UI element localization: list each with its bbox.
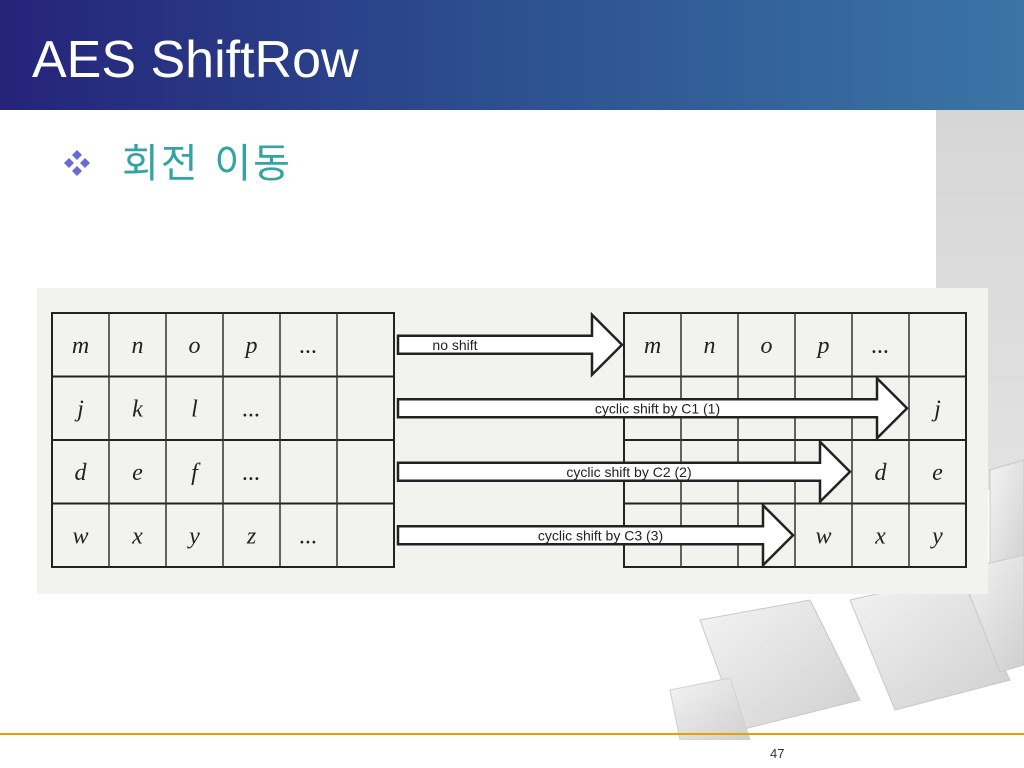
arrow-label: cyclic shift by C1 (1) xyxy=(595,400,720,416)
output-cell-cell: x xyxy=(874,523,886,549)
output-cell-cell: y xyxy=(930,523,943,549)
hollow-right-arrow-icon xyxy=(396,438,852,505)
output-cell-cell: p xyxy=(816,333,830,359)
input-cell-cell: j xyxy=(74,396,84,422)
slide-title: AES ShiftRow xyxy=(32,31,359,89)
arrow-label: cyclic shift by C2 (2) xyxy=(566,464,691,480)
output-cell-cell: e xyxy=(932,460,943,486)
input-cell-cell: e xyxy=(132,460,143,486)
input-cell-cell: w xyxy=(72,523,88,549)
arrow-label: no shift xyxy=(432,337,477,353)
input-cell-cell: o xyxy=(189,333,201,359)
input-state-grid: m n o p... j k l... d e f... w x y z... xyxy=(51,312,395,568)
input-cell-cell: y xyxy=(187,523,200,549)
input-cell-cell: l xyxy=(191,396,198,422)
four-diamond-bullet-icon xyxy=(64,150,90,176)
shiftrow-diagram: m n o p... j k l... d e f... w x y z... m n o p... j d e w x y… xyxy=(37,288,988,594)
hollow-right-arrow-icon xyxy=(396,502,795,569)
arrow-label: cyclic shift by C3 (3) xyxy=(538,527,663,543)
input-cell-cell: k xyxy=(132,396,143,422)
output-cell-cell: o xyxy=(761,333,773,359)
page-number: 47 xyxy=(770,746,785,761)
output-cell-cell: m xyxy=(644,333,661,359)
input-cell-cell: x xyxy=(131,523,143,549)
input-cell-cell: ... xyxy=(243,396,261,422)
input-cell-cell: p xyxy=(244,333,258,359)
input-cell-cell: n xyxy=(132,333,144,359)
output-cell-cell: ... xyxy=(872,333,890,359)
shiftrow-diagram-figure: m n o p... j k l... d e f... w x y z... m n o p... j d e w x y… xyxy=(37,288,988,594)
input-cell-cell: ... xyxy=(243,460,261,486)
input-cell-cell: d xyxy=(75,460,88,486)
input-cell-cell: z xyxy=(246,523,257,549)
hollow-right-arrow-icon xyxy=(396,375,909,442)
output-cell-cell: j xyxy=(931,396,941,422)
shift-arrows: no shift cyclic shift by C1 (1) cyclic shi… xyxy=(396,311,909,569)
output-cell-cell: n xyxy=(704,333,716,359)
output-state-grid: m n o p... j d e w x y xyxy=(623,312,967,568)
bullet-text: 회전 이동 xyxy=(122,141,292,187)
footer-divider xyxy=(0,733,1024,735)
output-cell-cell: w xyxy=(815,523,831,549)
hollow-right-arrow-icon xyxy=(396,311,624,378)
input-cell-cell: f xyxy=(191,460,201,486)
input-cell-cell: ... xyxy=(300,523,318,549)
input-cell-cell: m xyxy=(72,333,89,359)
title-bar: AES ShiftRow xyxy=(0,0,1024,110)
output-cell-cell: d xyxy=(875,460,888,486)
input-cell-cell: ... xyxy=(300,333,318,359)
